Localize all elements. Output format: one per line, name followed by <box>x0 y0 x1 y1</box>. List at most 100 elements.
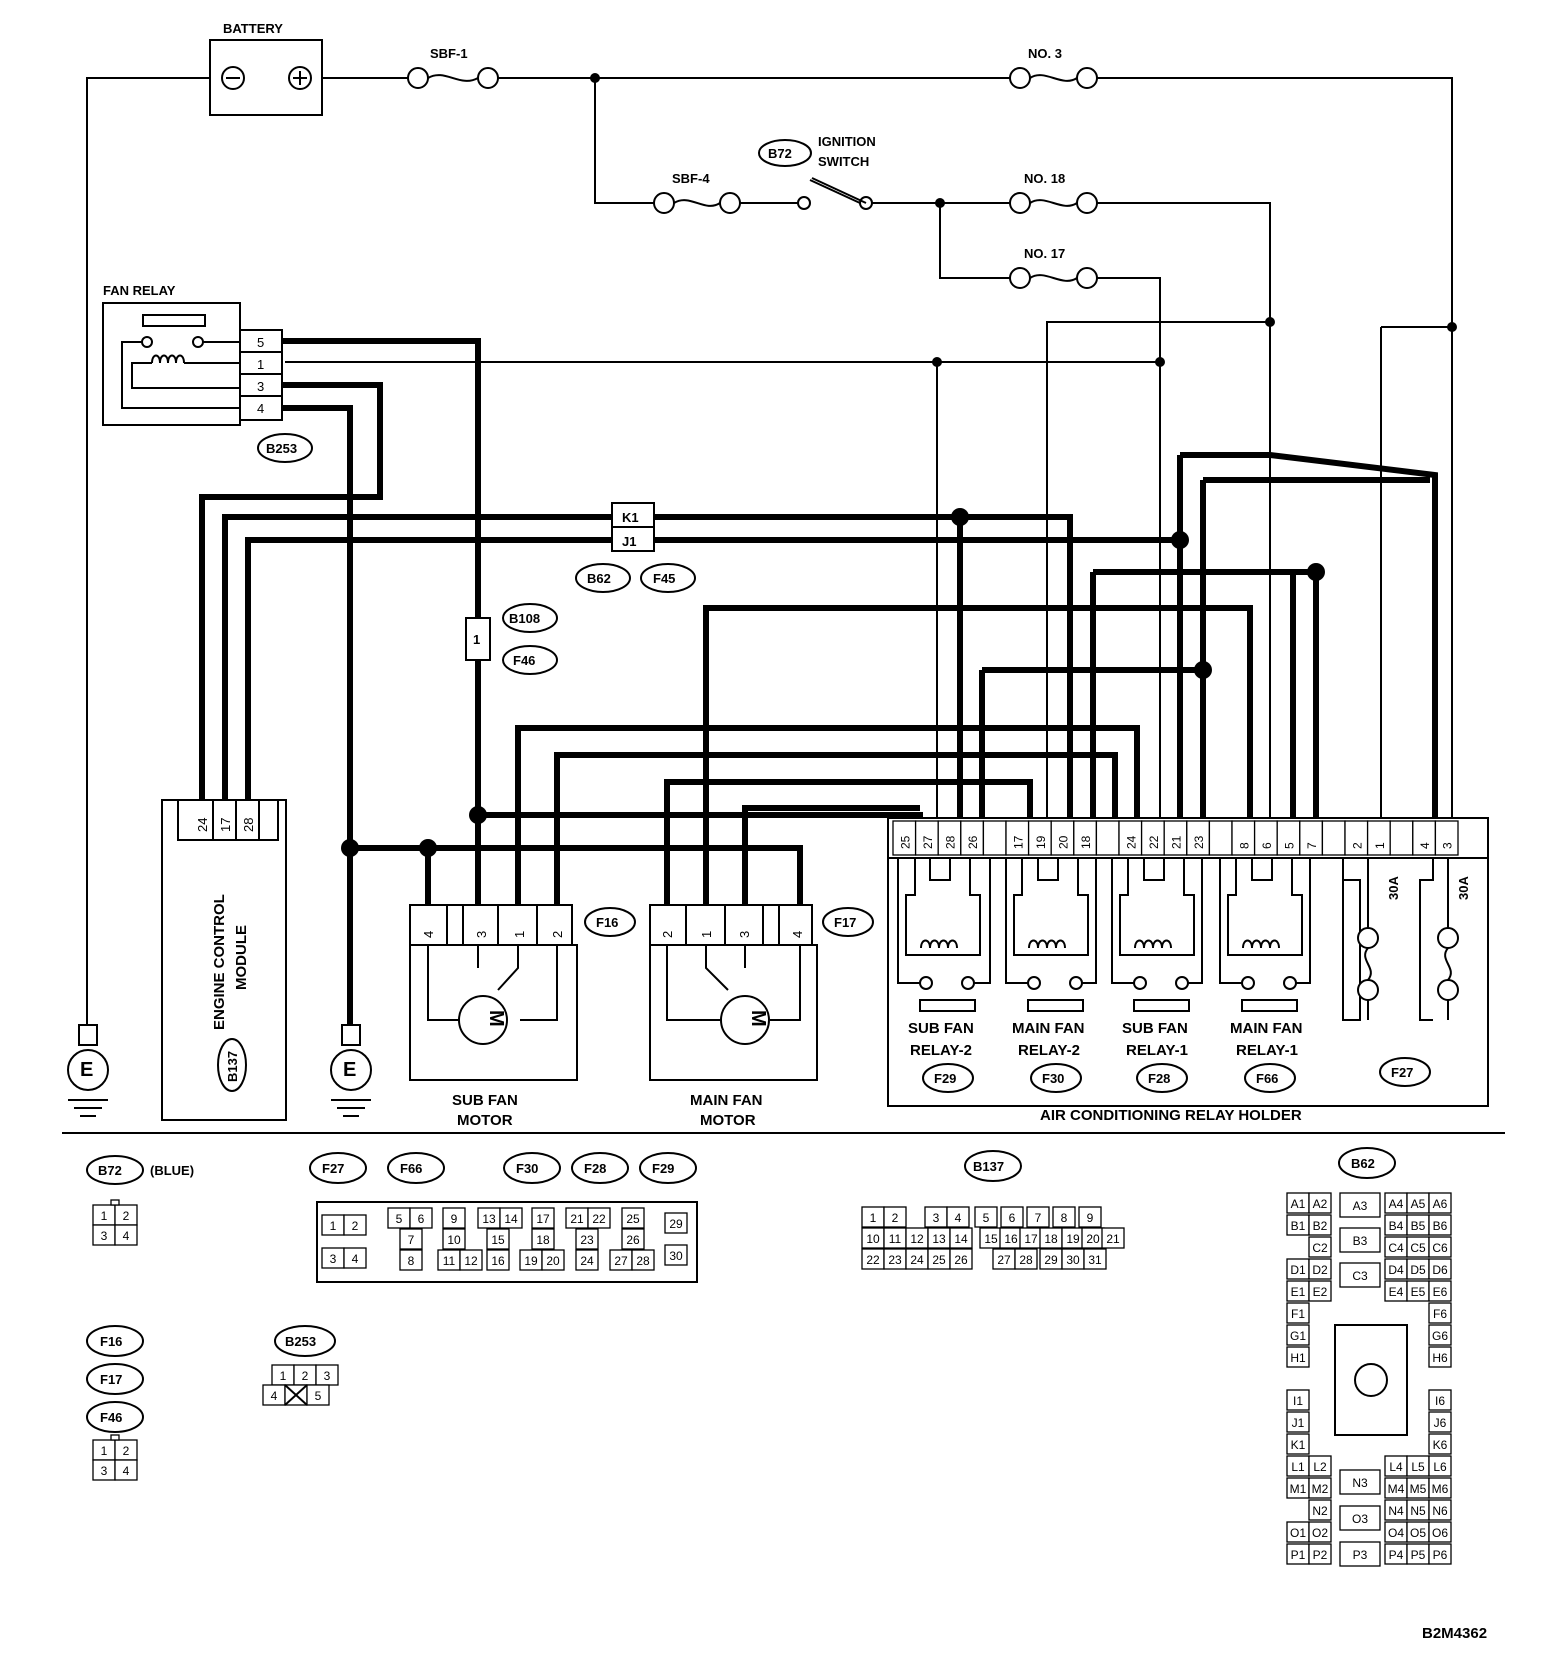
b62-pin-label: F6 <box>1433 1307 1447 1321</box>
svg-text:17: 17 <box>218 818 233 832</box>
b62-pin-label: O1 <box>1290 1526 1306 1540</box>
f27-group-pin-label: 19 <box>524 1254 538 1268</box>
svg-text:MODULE: MODULE <box>233 925 250 990</box>
f16-pin-label: 1 <box>101 1444 108 1458</box>
b62-pin-label: B4 <box>1389 1219 1404 1233</box>
b137-pin-label: 8 <box>1061 1211 1068 1225</box>
svg-text:NO. 18: NO. 18 <box>1024 171 1065 186</box>
b137-pin-label: 26 <box>954 1253 968 1267</box>
f27-group-pin-label: 4 <box>352 1252 359 1266</box>
b62-pin-label: E6 <box>1433 1285 1448 1299</box>
svg-text:B137: B137 <box>973 1159 1004 1174</box>
b137-pin <box>974 1206 998 1228</box>
b62-pin <box>1339 1505 1381 1531</box>
b62-pin-label: P6 <box>1433 1548 1448 1562</box>
b62-pin-label: N4 <box>1388 1504 1404 1518</box>
svg-text:MAIN FAN: MAIN FAN <box>1012 1020 1085 1037</box>
relay-main-fan-1: MAIN FAN RELAY-1 F66 <box>1219 858 1311 1093</box>
svg-text:F29: F29 <box>652 1161 674 1176</box>
f27-group-pin-label: 9 <box>451 1212 458 1226</box>
f27-group-pin <box>664 1212 688 1234</box>
relay-holder-pin-label: 19 <box>1034 835 1048 849</box>
relay-holder-pin-label: 23 <box>1192 835 1206 849</box>
junction-k1-j1: K1 J1 B62 F45 <box>575 502 696 593</box>
svg-text:IGNITION: IGNITION <box>818 134 876 149</box>
f27-group-pin-label: 21 <box>570 1212 584 1226</box>
b62-pin <box>1428 1389 1452 1411</box>
relay-holder-pin-label: 22 <box>1147 835 1161 849</box>
f27-group-pin <box>621 1207 645 1229</box>
b62-pin-label: O6 <box>1432 1526 1448 1540</box>
svg-text:B72: B72 <box>98 1163 122 1178</box>
b72-pin-label: 3 <box>101 1229 108 1243</box>
b62-pin-label: M4 <box>1388 1482 1405 1496</box>
b62-pin <box>1339 1541 1381 1567</box>
b62-pin <box>1308 1214 1332 1236</box>
b137-pin-label: 18 <box>1044 1232 1058 1246</box>
f27-group-pin <box>587 1207 611 1229</box>
svg-text:F29: F29 <box>934 1071 956 1086</box>
svg-text:K1: K1 <box>622 510 639 525</box>
b62-pin-label: O5 <box>1410 1526 1426 1540</box>
svg-text:F28: F28 <box>584 1161 606 1176</box>
b137-pin-label: 2 <box>892 1211 899 1225</box>
svg-text:1: 1 <box>699 931 714 938</box>
b62-pin-label: G1 <box>1290 1329 1306 1343</box>
b62-pin-label: E5 <box>1411 1285 1426 1299</box>
b137-pin <box>949 1227 973 1249</box>
f27-group-pin-label: 6 <box>418 1212 425 1226</box>
b137-pin-label: 17 <box>1024 1232 1038 1246</box>
svg-text:28: 28 <box>241 818 256 832</box>
svg-text:MAIN FAN: MAIN FAN <box>690 1092 763 1109</box>
svg-text:4: 4 <box>257 401 264 416</box>
b137-pin-label: 19 <box>1066 1232 1080 1246</box>
svg-text:B253: B253 <box>266 441 297 456</box>
svg-text:3: 3 <box>257 379 264 394</box>
relay-holder-pin <box>1208 820 1233 856</box>
power-section: BATTERY SBF-1 NO. 3 <box>86 21 1457 1025</box>
f27-group-pin <box>486 1228 510 1250</box>
relay-holder-pin-label: 17 <box>1011 835 1025 849</box>
b253-pin-label: 3 <box>324 1369 331 1383</box>
f27-group-pin-label: 10 <box>447 1233 461 1247</box>
svg-text:F30: F30 <box>1042 1071 1064 1086</box>
svg-text:F45: F45 <box>653 571 675 586</box>
b62-pin-label: E4 <box>1389 1285 1404 1299</box>
f27-group-pin <box>399 1249 423 1271</box>
svg-text:F30: F30 <box>516 1161 538 1176</box>
b137-pin <box>1014 1248 1038 1270</box>
b62-pin-label: A5 <box>1411 1197 1426 1211</box>
svg-text:1: 1 <box>512 931 527 938</box>
b62-pin <box>1286 1433 1310 1455</box>
f27-group-pin-label: 7 <box>408 1233 415 1247</box>
ignition-switch[interactable]: B72 IGNITION SWITCH <box>758 134 876 210</box>
b62-pin-label: C6 <box>1432 1241 1448 1255</box>
b62-pin-label: L6 <box>1433 1460 1447 1474</box>
b62-pin <box>1308 1236 1332 1258</box>
b62-pin-label: A3 <box>1353 1199 1368 1213</box>
b62-pin-label: I1 <box>1293 1394 1303 1408</box>
b62-pin <box>1339 1227 1381 1253</box>
f27-group-pin-label: 24 <box>580 1254 594 1268</box>
svg-text:F16: F16 <box>596 915 618 930</box>
b62-pin-label: C3 <box>1352 1269 1368 1283</box>
svg-text:F17: F17 <box>834 915 856 930</box>
b253-pin <box>306 1384 330 1406</box>
f27-group-pin-label: 27 <box>614 1254 628 1268</box>
svg-text:(BLUE): (BLUE) <box>150 1163 194 1178</box>
b62-pin <box>1428 1346 1452 1368</box>
b62-pin <box>1428 1236 1452 1258</box>
relay-holder-pin-label: 8 <box>1237 842 1251 849</box>
b62-pin <box>1339 1469 1381 1495</box>
b62-pin-label: H6 <box>1432 1351 1448 1365</box>
svg-text:M: M <box>485 1010 507 1027</box>
b62-pin-label: L1 <box>1291 1460 1305 1474</box>
svg-text:3: 3 <box>474 931 489 938</box>
svg-text:30A: 30A <box>1386 876 1401 900</box>
b137-pin-label: 25 <box>932 1253 946 1267</box>
b137-pin-label: 6 <box>1009 1211 1016 1225</box>
relay-holder-pin-label: 1 <box>1373 842 1387 849</box>
svg-text:FAN RELAY: FAN RELAY <box>103 283 176 298</box>
